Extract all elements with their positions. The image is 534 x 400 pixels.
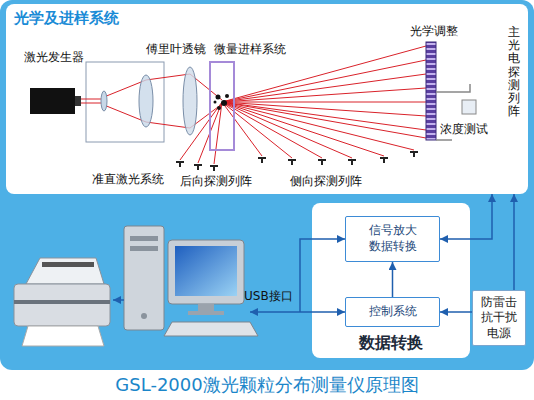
beam-rays [81, 74, 222, 128]
control-system-box: 控制系统 [345, 297, 440, 327]
lens [101, 91, 107, 111]
laser-body [30, 88, 75, 114]
data-conversion-panel: 数据转换 信号放大 数据转换控制系统 [312, 203, 470, 358]
usb-wire [300, 239, 345, 312]
monitor-screen [175, 246, 237, 296]
forward-rays [222, 46, 426, 138]
detector-ticks [176, 152, 418, 171]
optics-panel-ground [6, 4, 528, 194]
box-label: 防雷击 抗干扰 电源 [479, 295, 519, 342]
box-label: 信号放大 数据转换 [366, 223, 420, 254]
usb-wires [113, 239, 345, 312]
part-label: 主光电探测列阵 [508, 26, 520, 118]
side-rays [222, 102, 414, 158]
box-label: 控制系统 [366, 304, 420, 320]
signal-amplifier-box: 信号放大 数据转换 [345, 216, 440, 262]
part-label: 浓度测试 [440, 122, 488, 136]
panel-heading: 光学及进样系统 [14, 9, 119, 28]
computer [124, 226, 258, 336]
particle [216, 95, 221, 100]
back-rays [180, 102, 222, 164]
drive-slot [130, 246, 158, 251]
main-detector-array [426, 42, 436, 140]
frame-ground [0, 0, 534, 370]
laser-generator [30, 88, 81, 114]
signal-connector [440, 194, 492, 239]
printer-paper [22, 326, 104, 346]
laser-nozzle [75, 96, 81, 106]
signal-connector [440, 311, 472, 313]
fourier-lens [183, 67, 197, 135]
caption: GSL-2000激光颗粒分布测量仪原理图 [0, 373, 534, 397]
part-label: 微量进样系统 [214, 42, 286, 56]
signal-connector [392, 262, 394, 297]
monitor-bezel [168, 240, 244, 304]
sample-cell [210, 62, 234, 150]
drive-slot [130, 236, 158, 241]
signal-connector [513, 194, 515, 290]
particles [214, 94, 230, 110]
printer-wire [113, 299, 124, 301]
scatter-rays [180, 46, 426, 164]
usb-wire [300, 311, 345, 313]
laser-beam [81, 74, 222, 128]
panel-heading: 数据转换 [312, 333, 470, 354]
particle [221, 100, 227, 106]
monitor-stand [198, 304, 214, 312]
keyboard [164, 322, 258, 336]
lens [139, 75, 153, 127]
interface-label: USB接口 [244, 289, 293, 303]
power-button [141, 313, 147, 319]
monitor-base [188, 311, 224, 315]
part-label: 后向探测列阵 [180, 174, 252, 188]
computer-tower [124, 226, 164, 330]
part-label: 侧向探测列阵 [290, 174, 362, 188]
printer-lid [26, 258, 104, 284]
part-label: 傅里叶透镜 [146, 42, 206, 56]
printer-slot [42, 262, 94, 267]
printer-strip [14, 300, 110, 304]
part-label: 准直激光系统 [92, 172, 164, 186]
printer-body [14, 284, 110, 326]
printer [14, 258, 110, 346]
concentration-sensor [462, 100, 476, 114]
particle [217, 106, 221, 110]
part-label: 激光发生器 [24, 50, 84, 64]
particle [225, 94, 229, 98]
collimator-housing [86, 62, 164, 142]
part-label: 光学调整 [410, 24, 458, 38]
usb-wire [250, 311, 300, 313]
particle [214, 101, 217, 104]
power-supply-box: 防雷击 抗干扰 电源 [472, 290, 526, 346]
data-panel-ground [312, 203, 470, 358]
